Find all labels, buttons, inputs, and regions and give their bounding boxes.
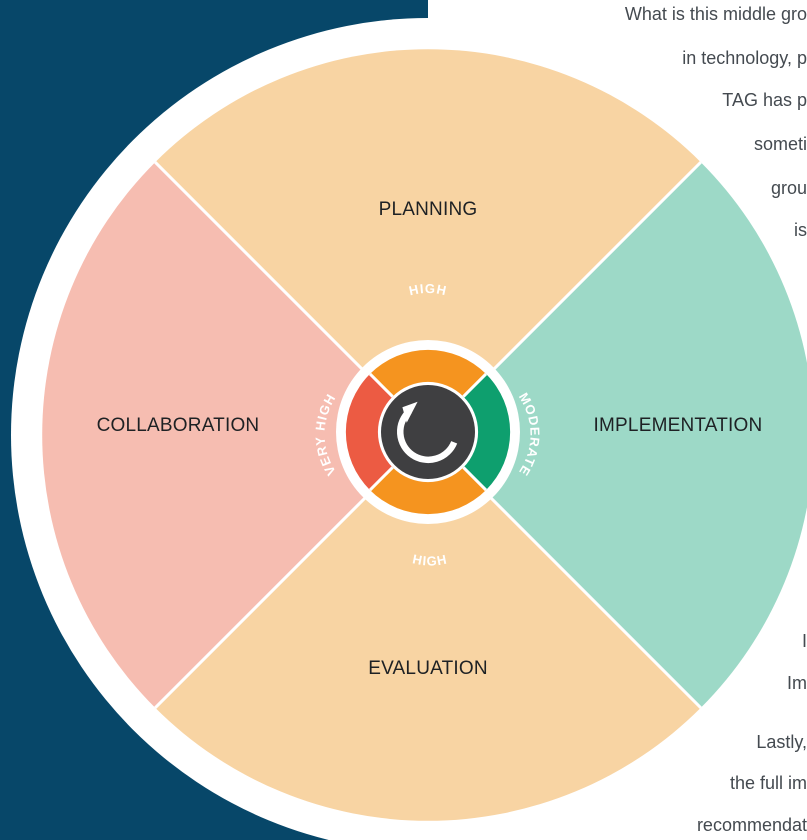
ring-label-top-text: HIGH (407, 281, 447, 299)
ring-label-bottom-text: HIGH (411, 551, 447, 568)
ring-divider (368, 466, 394, 492)
paragraph-line: Lastly, (756, 732, 807, 752)
refresh-cycle-icon (397, 401, 458, 464)
center-hub (381, 385, 475, 479)
rating-ring-implementation (463, 373, 511, 491)
ring-divider (462, 466, 488, 492)
ring-label-top: HIGH (407, 281, 448, 299)
segment-label-planning: PLANNING (379, 199, 478, 220)
paragraph-line: the full im (729, 773, 807, 793)
segment-implementation (428, 162, 807, 708)
segment-label-evaluation: EVALUATION (368, 658, 488, 679)
paragraph-line: I (801, 631, 807, 651)
segment-evaluation (155, 435, 701, 821)
paragraph-line: TAG has p (722, 90, 807, 110)
paragraph-line: someti (753, 134, 807, 154)
ring-divider (368, 372, 394, 398)
paragraph-line: What is this middle gro (624, 4, 807, 24)
paragraph-line: is (794, 220, 807, 240)
ring-divider (462, 372, 488, 398)
paragraph-line: grou (770, 178, 807, 198)
segment-label-implementation: IMPLEMENTATION (594, 415, 763, 436)
ring-label-bottom: HIGH (411, 551, 448, 568)
rating-ring-collaboration (345, 373, 393, 491)
paragraph-line: recommendat (696, 815, 807, 835)
rating-ring-evaluation (370, 467, 486, 515)
segment-collaboration (42, 162, 429, 708)
rating-ring-planning (370, 349, 486, 397)
segment-label-collaboration: COLLABORATION (97, 415, 260, 436)
segment-planning (155, 49, 701, 435)
paragraph-line: Im (787, 673, 807, 693)
paragraph-line: in technology, p (682, 48, 807, 68)
